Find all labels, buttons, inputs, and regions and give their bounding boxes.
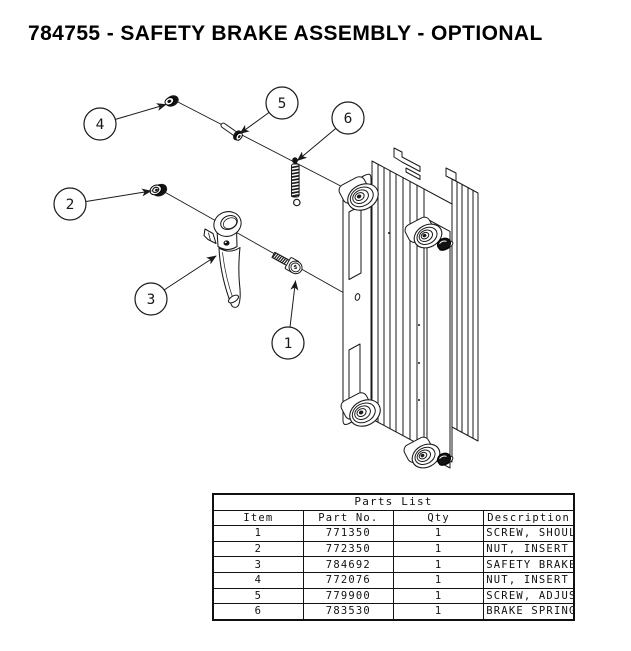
callout-4-number: 4 (96, 117, 105, 133)
cell-part-no: 771350 (302, 525, 395, 542)
page-title: 784755 - SAFETY BRAKE ASSEMBLY - OPTIONA… (28, 22, 543, 45)
cell-part-no: 779900 (302, 587, 395, 605)
table-row: 1 771350 1 SCREW, SHOULDER 1/2 X 1/2 (212, 525, 575, 542)
cell-item: 1 (212, 525, 304, 542)
cell-item: 3 (212, 556, 304, 573)
parts-list-table: Parts List Item Part No. Qty Description… (212, 493, 575, 621)
table-row: 3 784692 1 SAFETY BRAKE ASSEMBLY (212, 556, 575, 573)
callout-5: 5 (265, 86, 299, 120)
table-row: 4 772076 1 NUT, INSERT LOCK 1/4-20 (212, 571, 575, 589)
callout-3: 3 (134, 282, 168, 316)
jam-nut-drawing (149, 183, 168, 197)
cell-qty: 1 (392, 525, 485, 542)
bracket-rail-drawing (338, 147, 479, 469)
slide-plate (426, 218, 451, 469)
column-header-item: Item (212, 509, 304, 527)
brake-lever-drawing (203, 211, 242, 308)
adjusting-screw-drawing (220, 122, 243, 141)
cell-description: SCREW, ADJUSTING (483, 587, 575, 605)
callout-1: 1 (271, 326, 305, 360)
cell-part-no: 784692 (302, 556, 395, 573)
column-header-qty: Qty (392, 509, 485, 527)
axis-lines (160, 100, 363, 294)
roller-icon (338, 176, 379, 211)
cell-qty: 1 (392, 540, 485, 558)
brake-spring-drawing (291, 157, 301, 207)
table-row: 2 772350 1 NUT, INSERT JAM 3/8-16 (212, 540, 575, 558)
button-screw-icon (436, 452, 454, 466)
lock-nut-drawing (164, 95, 179, 107)
cell-item: 5 (212, 587, 304, 605)
callout-6: 6 (331, 101, 365, 135)
cell-part-no: 772076 (302, 571, 395, 589)
callout-6-number: 6 (344, 111, 353, 127)
cell-description: NUT, INSERT LOCK 1/4-20 (483, 571, 575, 589)
button-screw-icon (436, 237, 454, 251)
roller-icon (404, 216, 443, 249)
cell-item: 4 (212, 571, 304, 589)
callout-2: 2 (53, 187, 87, 221)
callout-2-number: 2 (66, 197, 75, 213)
parts-list-title: Parts List (212, 493, 575, 511)
cell-qty: 1 (392, 587, 485, 605)
cell-qty: 1 (392, 556, 485, 573)
table-row: 5 779900 1 SCREW, ADJUSTING (212, 587, 575, 605)
cell-item: 2 (212, 540, 304, 558)
leader-lines (85, 103, 337, 328)
callout-5-number: 5 (278, 96, 287, 112)
cell-qty: 1 (392, 603, 485, 621)
cell-qty: 1 (392, 571, 485, 589)
cell-description: SAFETY BRAKE ASSEMBLY (483, 556, 575, 573)
rail-top-tab (393, 147, 421, 172)
cell-item: 6 (212, 603, 304, 621)
column-header-partno: Part No. (302, 509, 395, 527)
cell-description: SCREW, SHOULDER 1/2 X 1/2 (483, 525, 575, 542)
cell-description: BRAKE SPRING (483, 603, 575, 621)
callout-4: 4 (83, 107, 117, 141)
column-header-description: Description (483, 509, 575, 527)
shoulder-screw-drawing (271, 251, 303, 275)
parts-list-title-row: Parts List (212, 493, 575, 511)
parts-table-body: 1 771350 1 SCREW, SHOULDER 1/2 X 1/2 2 7… (212, 525, 575, 621)
parts-list-header-row: Item Part No. Qty Description (212, 509, 575, 527)
cell-part-no: 772350 (302, 540, 395, 558)
table-row: 6 783530 1 BRAKE SPRING (212, 603, 575, 621)
cell-part-no: 783530 (302, 603, 395, 621)
callout-1-number: 1 (284, 336, 293, 352)
roller-icon (403, 436, 441, 469)
cell-description: NUT, INSERT JAM 3/8-16 (483, 540, 575, 558)
roller-icon (340, 392, 381, 427)
callout-3-number: 3 (147, 292, 156, 308)
